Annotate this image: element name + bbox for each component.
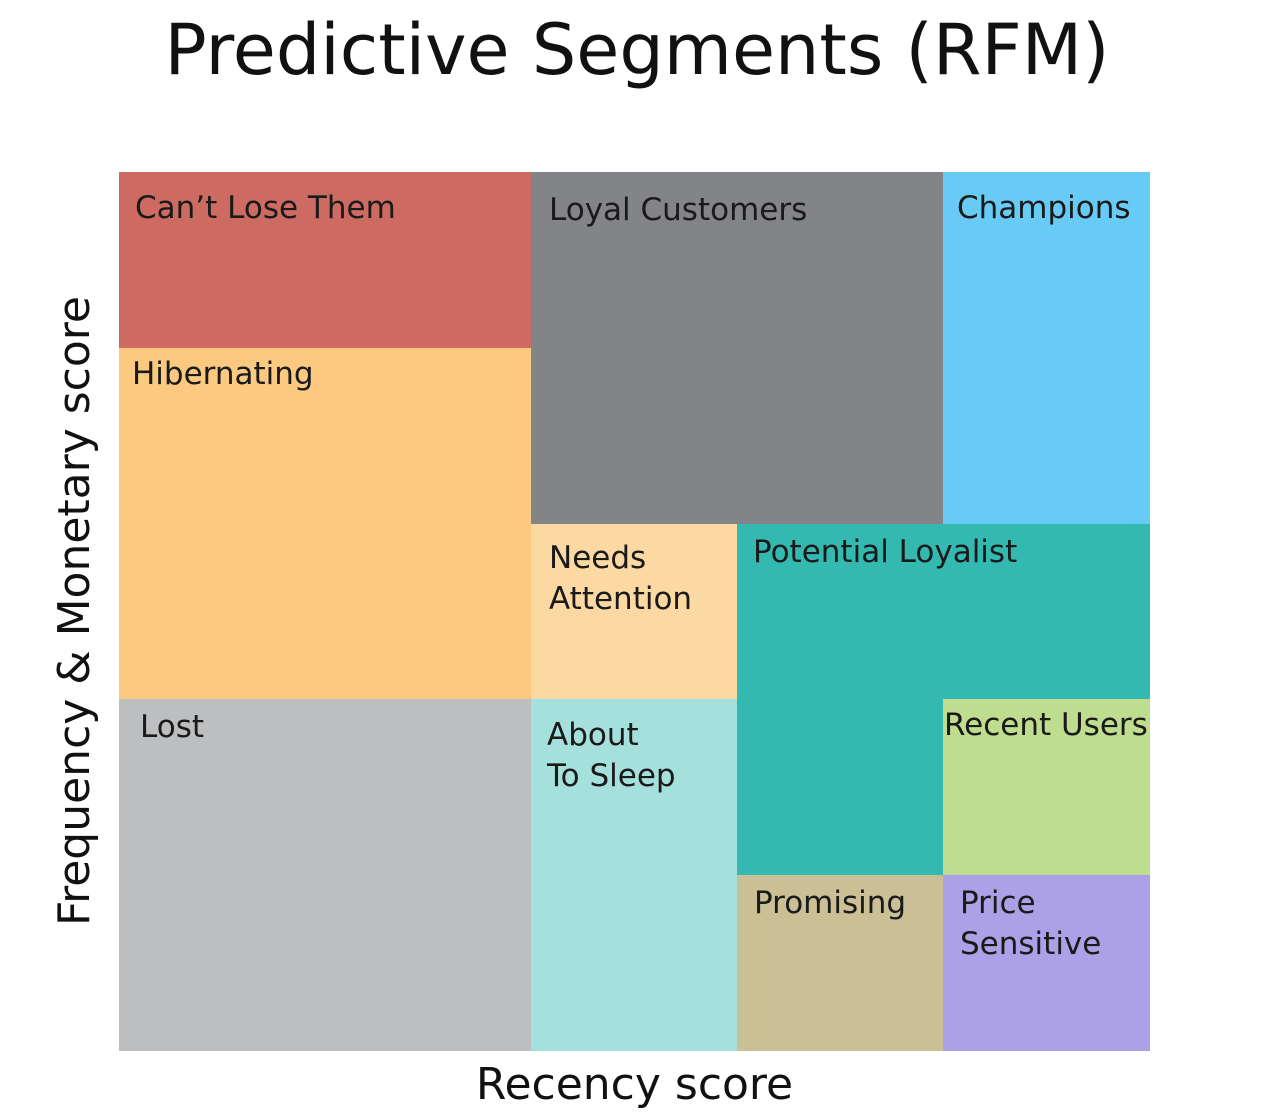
rfm-segment-grid: Can’t Lose Them Loyal Customers Champion… xyxy=(119,172,1150,1051)
segment-label-needs-attention: Needs Attention xyxy=(549,540,693,617)
segment-label-champions: Champions xyxy=(957,190,1131,226)
segment-promising: Promising xyxy=(737,875,943,1051)
segment-needs-attention: Needs Attention xyxy=(531,524,737,699)
segment-cant-lose-them: Can’t Lose Them xyxy=(119,172,531,348)
segment-label-loyal-customers: Loyal Customers xyxy=(549,192,808,228)
segment-label-promising: Promising xyxy=(754,885,907,921)
segment-loyal-customers: Loyal Customers xyxy=(531,172,943,524)
y-axis-label: Frequency & Monetary score xyxy=(49,296,100,926)
diagram-title: Predictive Segments (RFM) xyxy=(164,9,1110,91)
segment-label-potential-loyalist: Potential Loyalist xyxy=(753,534,1018,570)
segment-champions: Champions xyxy=(943,172,1150,524)
x-axis-label: Recency score xyxy=(475,1059,794,1110)
segment-label-about-to-sleep: About To Sleep xyxy=(547,717,676,794)
segment-hibernating: Hibernating xyxy=(119,348,531,699)
segment-recent-users: Recent Users xyxy=(943,699,1150,875)
segment-label-hibernating: Hibernating xyxy=(132,356,314,392)
segment-label-price-sensitive: Price Sensitive xyxy=(960,885,1102,962)
segment-label-cant-lose-them: Can’t Lose Them xyxy=(135,190,396,226)
segment-label-recent-users: Recent Users xyxy=(944,707,1148,743)
segment-about-to-sleep: About To Sleep xyxy=(531,699,737,1051)
segment-label-lost: Lost xyxy=(140,709,204,745)
segment-price-sensitive: Price Sensitive xyxy=(943,875,1150,1051)
segment-lost: Lost xyxy=(119,699,531,1051)
